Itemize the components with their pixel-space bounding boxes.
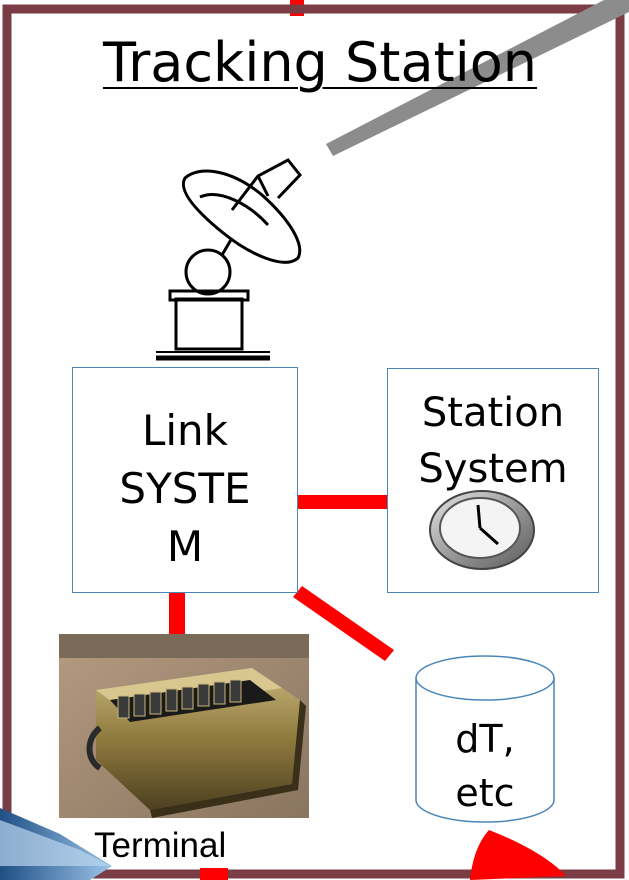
database-cylinder-icon <box>415 655 555 823</box>
link-to-terminal-connector <box>169 593 185 637</box>
link-system-line-1: Link <box>141 406 228 455</box>
station-system-box: Station System <box>387 368 599 593</box>
station-frame <box>2 4 625 879</box>
link-system-line-2: SYSTE <box>119 464 251 513</box>
terminal-rack-image <box>59 634 309 818</box>
station-system-line-2: System <box>418 446 568 492</box>
diagonal-bar <box>326 0 629 156</box>
link-to-database-connector <box>293 586 394 661</box>
database-label: dT, etc <box>416 712 554 820</box>
diagram-title: Tracking Station <box>103 31 537 94</box>
station-system-label: Station System <box>388 385 598 497</box>
link-system-label: Link SYSTE M <box>73 402 297 576</box>
terminal-label: Terminal <box>94 826 227 865</box>
corner-decoration-highlight <box>0 820 110 866</box>
clock-icon <box>429 490 535 570</box>
database-line-2: etc <box>455 771 515 815</box>
antenna-dish-icon <box>138 145 326 367</box>
link-system-line-3: M <box>166 522 204 571</box>
link-to-station-connector <box>298 495 388 509</box>
database-line-1: dT, <box>455 717 515 761</box>
bottom-connector <box>200 868 228 880</box>
database-connector <box>470 830 566 880</box>
link-system-box: Link SYSTE M <box>72 367 298 593</box>
station-system-line-1: Station <box>421 390 565 436</box>
